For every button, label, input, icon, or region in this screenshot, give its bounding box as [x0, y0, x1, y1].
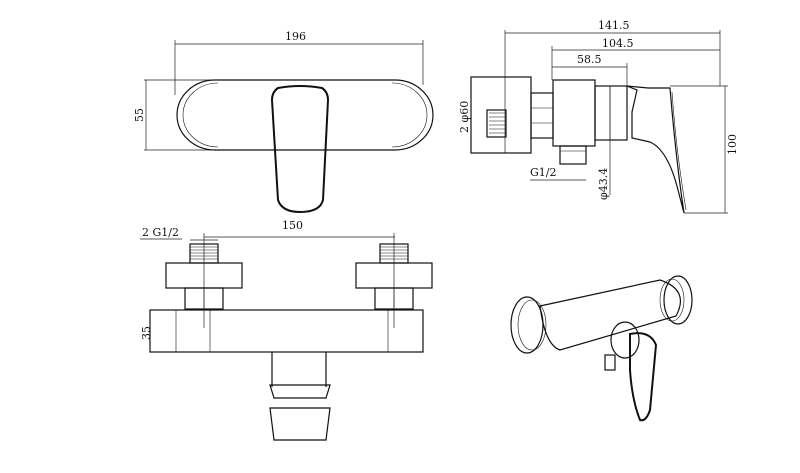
front-view: 150 2 G1/2 35 [140, 219, 433, 441]
dimension-inlet-thread: 2 G1/2 [142, 226, 179, 239]
dimension-150: 150 [282, 219, 303, 232]
lever-handle [270, 85, 330, 214]
outlet [559, 145, 587, 165]
iso-body [539, 279, 681, 351]
dimension-55: 55 [133, 108, 146, 122]
dimension-141-5: 141.5 [598, 19, 630, 32]
dimension-g1-2-outlet: G1/2 [530, 166, 557, 179]
valve-body [552, 79, 596, 147]
top-view: 196 55 [133, 30, 434, 214]
thread [486, 109, 507, 138]
lever-front [269, 384, 331, 441]
dimension-58-5: 58.5 [577, 53, 602, 66]
nut [530, 92, 554, 139]
mixer-body [149, 309, 424, 353]
dimension-196: 196 [285, 30, 306, 43]
side-view: 141.5 104.5 58.5 2 φ60 G1/2 φ43.4 100 [458, 19, 739, 214]
handle-stem [271, 352, 327, 387]
body-outline [176, 79, 434, 151]
lever-side [626, 85, 685, 214]
isometric-view [510, 275, 693, 422]
dimension-body-diameter: φ43.4 [597, 168, 610, 200]
dimension-35: 35 [140, 326, 153, 340]
iso-lever [629, 332, 658, 422]
dimension-104-5: 104.5 [602, 37, 634, 50]
dimension-flange-diameter: 2 φ60 [458, 101, 471, 133]
wall-flange [470, 76, 532, 154]
dimension-100: 100 [726, 134, 739, 155]
